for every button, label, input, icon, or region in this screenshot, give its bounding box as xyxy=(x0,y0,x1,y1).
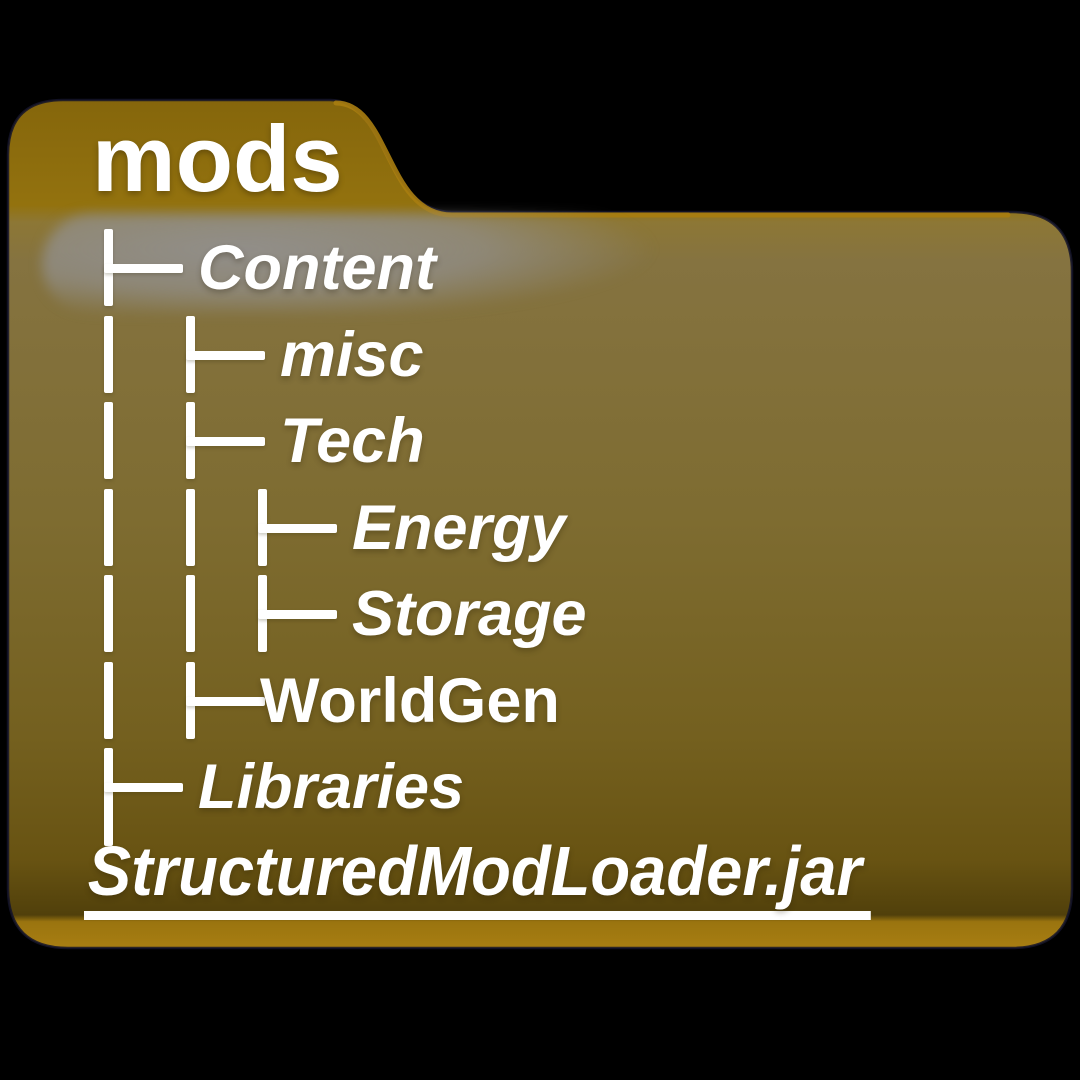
tree-vertical-line xyxy=(186,488,195,566)
tree-row-storage: Storage xyxy=(0,571,1080,658)
tree-row-misc: misc xyxy=(0,312,1080,399)
tree-vertical-line xyxy=(186,575,195,652)
tree-row-energy: Energy xyxy=(0,485,1080,572)
folder-title: mods xyxy=(92,106,343,211)
tree-row-libraries: Libraries xyxy=(0,744,1080,846)
tree-row-content: Content xyxy=(0,225,1080,312)
tree-item-label-storage: Storage xyxy=(352,579,587,649)
mod-loader-jar-label: StructuredModLoader.jar xyxy=(84,836,872,920)
tree-vertical-line xyxy=(104,488,113,566)
tree-branch-vertical-line xyxy=(104,748,113,846)
tree-vertical-line xyxy=(104,661,113,739)
tree-row-tech: Tech xyxy=(0,398,1080,485)
tree-item-label-energy: Energy xyxy=(352,492,566,563)
tree-item-label-misc: misc xyxy=(280,319,424,390)
tree-branch-horizontal-line xyxy=(186,696,265,706)
tree-vertical-line xyxy=(104,315,113,393)
tree-item-label-content: Content xyxy=(198,233,436,303)
tree-branch-horizontal-line xyxy=(104,783,183,792)
tree-item-label-tech: Tech xyxy=(280,406,425,476)
tree-vertical-line xyxy=(104,402,113,479)
folder-fold-highlight-line xyxy=(333,100,1011,218)
tree-branch-horizontal-line xyxy=(258,610,337,619)
tree-branch-horizontal-line xyxy=(258,523,337,533)
tree-branch-horizontal-line xyxy=(104,264,183,273)
tree-row-worldgen: WorldGen xyxy=(0,658,1080,745)
tree-branch-horizontal-line xyxy=(186,350,265,360)
tree-vertical-line xyxy=(104,575,113,652)
tree-branch-horizontal-line xyxy=(186,437,265,446)
tree-item-label-worldgen: WorldGen xyxy=(260,665,560,736)
tree-item-label-libraries: Libraries xyxy=(198,752,465,822)
